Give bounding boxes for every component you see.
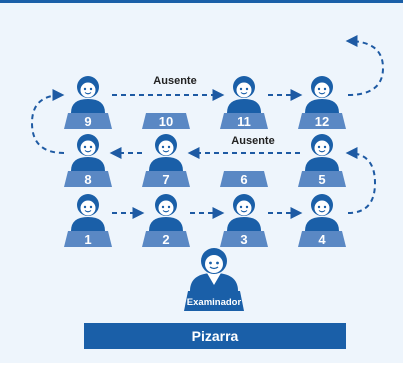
desk-shape [220, 171, 268, 187]
student-icon [149, 134, 183, 171]
desk-shape [142, 231, 190, 247]
desk-number: 1 [84, 232, 91, 247]
desk-number: 12 [315, 114, 329, 129]
examiner-desk [184, 291, 244, 311]
absent-label-middle: Ausente [231, 135, 274, 147]
desk-number: 3 [240, 232, 247, 247]
student-icon [305, 76, 339, 113]
student-icon [227, 194, 261, 231]
flow-arrows [30, 35, 385, 219]
desk-3: 3 [220, 194, 268, 247]
desk-12: 12 [298, 76, 346, 129]
arrow-8-to-9-curve [30, 89, 65, 154]
desk-5: 5 [298, 134, 346, 187]
desk-9: 9 [64, 76, 112, 129]
arrow-4-to-5-curve [345, 147, 377, 214]
desk-1: 1 [64, 194, 112, 247]
desk-shape [142, 171, 190, 187]
desk-number: 11 [237, 114, 251, 129]
desk-number: 6 [240, 172, 247, 187]
desk-shape [64, 231, 112, 247]
desk-number: 4 [318, 232, 326, 247]
desk-shape [220, 231, 268, 247]
desk-shape [298, 231, 346, 247]
desk-shape [142, 113, 190, 129]
desk-shape [298, 171, 346, 187]
board-label: Pizarra [192, 328, 239, 344]
desk-10: 10 [142, 113, 190, 129]
desk-number: 10 [159, 114, 173, 129]
student-icon [227, 76, 261, 113]
desk-6: 6 [220, 171, 268, 187]
desk-shape [298, 113, 346, 129]
desk-4: 4 [298, 194, 346, 247]
examiner-label: Examinador [187, 297, 242, 308]
student-icon [305, 194, 339, 231]
examiner-icon [190, 248, 238, 291]
student-icon [149, 194, 183, 231]
desk-7: 7 [142, 134, 190, 187]
desk-number: 8 [84, 172, 91, 187]
desk-number: 7 [162, 172, 169, 187]
arrow-12-exit-curve [345, 35, 385, 96]
desk-11: 11 [220, 76, 268, 129]
desk-number: 5 [318, 172, 325, 187]
desk-shape [220, 113, 268, 129]
student-icon [71, 194, 105, 231]
desk-2: 2 [142, 194, 190, 247]
desk-shape [64, 113, 112, 129]
desk-8: 8 [64, 134, 112, 187]
student-icon [71, 76, 105, 113]
examiner: Examinador [184, 248, 244, 311]
student-icon [71, 134, 105, 171]
absent-label-top: Ausente [153, 75, 196, 87]
desk-number: 9 [84, 114, 91, 129]
desk-number: 2 [162, 232, 169, 247]
student-icon [305, 134, 339, 171]
board [84, 323, 346, 349]
desk-shape [64, 171, 112, 187]
